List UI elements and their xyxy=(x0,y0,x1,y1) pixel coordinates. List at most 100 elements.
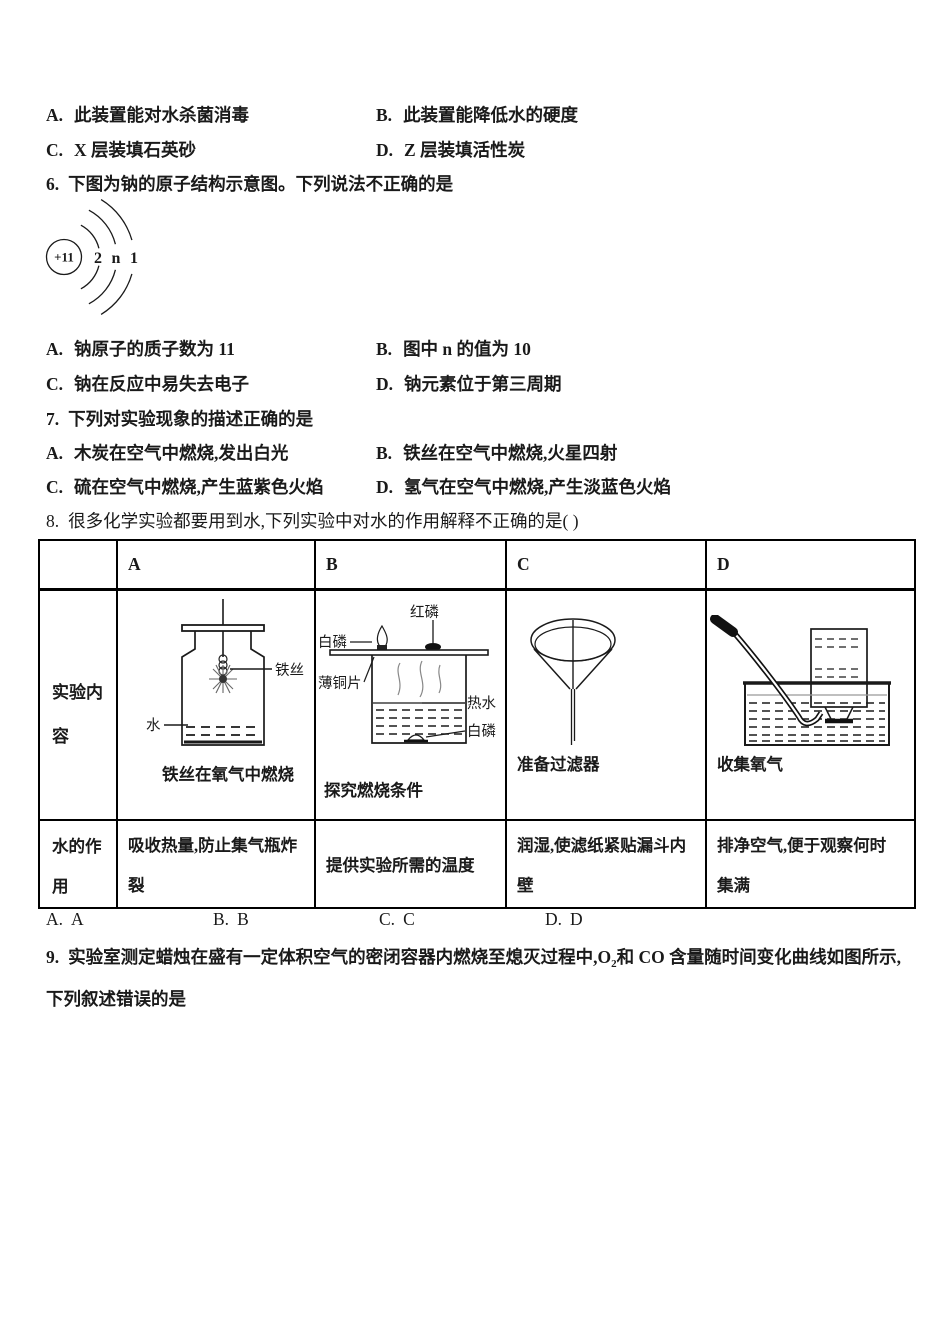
tube-nozzle xyxy=(710,615,738,637)
shell-1-electrons: 2 xyxy=(94,250,102,267)
option-text: 木炭在空气中燃烧,发出白光 xyxy=(74,443,289,463)
experiment-b-caption: 探究燃烧条件 xyxy=(324,781,423,800)
option-letter: D. xyxy=(376,374,394,394)
option-text: 硫在空气中燃烧,产生蓝紫色火焰 xyxy=(74,477,324,497)
option-letter: B. xyxy=(376,443,393,463)
filter-funnel-diagram xyxy=(530,618,616,745)
bottle-mouth xyxy=(824,706,854,720)
experiment-cell-b: 红磷 白磷 薄铜片 xyxy=(314,588,507,821)
q5-option-a: A.此装置能对水杀菌消毒 xyxy=(46,102,249,127)
experiment-cell-d: 收集氧气 xyxy=(705,588,916,821)
water-label: 水 xyxy=(146,717,161,734)
option-letter: A. xyxy=(46,443,64,463)
header-c: C xyxy=(505,539,707,591)
iron-wire-in-oxygen-diagram: 铁丝 水 xyxy=(146,599,304,746)
row-label-experiment: 实验内容 xyxy=(38,588,118,821)
option-letter: D. xyxy=(376,140,394,160)
water-role-b: 提供实验所需的温度 xyxy=(314,819,507,909)
option-text: 氢气在空气中燃烧,产生淡蓝色火焰 xyxy=(404,477,671,497)
q5-option-d: D.Z 层装填活性炭 xyxy=(376,137,525,162)
option-letter: A. xyxy=(46,105,64,125)
option-text: D xyxy=(570,909,583,929)
option-text: 铁丝在空气中燃烧,火星四射 xyxy=(403,443,618,463)
header-a: A xyxy=(116,539,316,591)
beaker-outline xyxy=(371,655,467,744)
option-letter: B. xyxy=(213,909,230,929)
option-text: X 层装填石英砂 xyxy=(74,140,197,160)
burning-conditions-diagram: 红磷 白磷 薄铜片 xyxy=(318,604,496,744)
option-letter: C. xyxy=(379,909,396,929)
white-phosphorus-piece xyxy=(377,645,387,650)
option-letter: A. xyxy=(46,909,64,929)
row-label-water-role: 水的作用 xyxy=(38,819,118,909)
experiment-c-caption: 准备过滤器 xyxy=(517,755,600,774)
red-phosphorus-blob xyxy=(425,643,441,651)
copper-sheet-label: 薄铜片 xyxy=(318,675,362,692)
experiment-a-caption: 铁丝在氧气中燃烧 xyxy=(162,765,294,784)
q8-answer-c: C. C xyxy=(379,909,415,930)
bottle-water-dashes xyxy=(815,638,863,678)
burning-spot xyxy=(219,675,227,683)
experiment-d-caption: 收集氧气 xyxy=(717,755,783,774)
copper-sheet xyxy=(329,649,489,656)
white-phosphorus-bottom-pointer xyxy=(425,730,466,738)
q6-option-c: C. 钠在反应中易失去电子 xyxy=(46,371,249,396)
q8-answer-b: B. B xyxy=(213,909,249,930)
q7-option-a: A. 木炭在空气中燃烧,发出白光 xyxy=(46,440,288,465)
option-letter: C. xyxy=(46,477,64,497)
q6-title-line: 6.下图为钠的原子结构示意图。下列说法不正确的是 xyxy=(46,171,453,196)
q8-answer-d: D. D xyxy=(545,909,583,930)
experiment-cell-c: 准备过滤器 xyxy=(505,588,707,821)
option-text: 此装置能降低水的硬度 xyxy=(403,105,579,125)
option-text: 钠在反应中易失去电子 xyxy=(74,374,250,394)
water-trough xyxy=(744,683,890,746)
q7-title-line: 7.下列对实验现象的描述正确的是 xyxy=(46,406,313,431)
white-phosphorus-bottom-label: 白磷 xyxy=(467,723,496,740)
question-number: 6. xyxy=(46,174,60,194)
question-text-pre: 实验室测定蜡烛在盛有一定体积空气的密闭容器内燃烧至熄灭过程中,O xyxy=(68,947,612,967)
nucleus-circle xyxy=(45,238,83,276)
funnel-stem xyxy=(570,689,576,745)
header-d: D xyxy=(705,539,916,591)
question-title: 很多化学实验都要用到水,下列实验中对水的作用解释不正确的是( ) xyxy=(68,511,579,531)
option-letter: C. xyxy=(46,140,64,160)
option-text: 钠元素位于第三周期 xyxy=(404,374,562,394)
q9-title-line1: 9.实验室测定蜡烛在盛有一定体积空气的密闭容器内燃烧至熄灭过程中,O2和 CO … xyxy=(46,944,901,970)
water-role-a: 吸收热量,防止集气瓶炸裂 xyxy=(116,819,316,909)
option-text: 钠原子的质子数为 11 xyxy=(74,339,235,359)
option-letter: A. xyxy=(46,339,64,359)
experiment-cell-a: 铁丝 水 铁丝在氧气中燃烧 xyxy=(116,588,316,821)
q8-title-line: 8. 很多化学实验都要用到水,下列实验中对水的作用解释不正确的是( ) xyxy=(46,508,579,533)
question-number: 7. xyxy=(46,409,60,429)
option-text: C xyxy=(403,909,415,929)
shell-3-electrons: 1 xyxy=(130,250,138,267)
option-letter: D. xyxy=(545,909,563,929)
option-letter: B. xyxy=(376,339,393,359)
nucleus-charge-label: +11 xyxy=(54,250,74,265)
question-number: 8. xyxy=(46,511,60,531)
electron-shell-arcs xyxy=(80,199,133,315)
option-text: B xyxy=(237,909,249,929)
white-phosphorus-lump xyxy=(406,734,426,741)
iron-wire-label: 铁丝 xyxy=(275,662,304,679)
water-role-row: 水的作用 吸收热量,防止集气瓶炸裂 提供实验所需的温度 润湿,使滤纸紧贴漏斗内壁… xyxy=(38,819,916,909)
funnel-cone xyxy=(533,648,613,690)
option-text: 图中 n 的值为 10 xyxy=(403,339,531,359)
q6-option-b: B. 图中 n 的值为 10 xyxy=(376,336,531,361)
shell-2-electrons: n xyxy=(112,250,121,267)
q5-option-b: B. 此装置能降低水的硬度 xyxy=(376,102,578,127)
fume-squiggles xyxy=(397,660,442,698)
flame xyxy=(376,624,388,649)
option-letter: D. xyxy=(376,477,394,497)
table-header-row: A B C D xyxy=(38,539,916,591)
q6-option-a: A. 钠原子的质子数为 11 xyxy=(46,336,235,361)
q6-option-d: D. 钠元素位于第三周期 xyxy=(376,371,562,396)
inverted-bottle xyxy=(810,628,868,708)
sodium-atom-diagram: +11 2 n 1 xyxy=(45,199,138,315)
q7-option-b: B. 铁丝在空气中燃烧,火星四射 xyxy=(376,440,617,465)
q7-option-d: D. 氢气在空气中燃烧,产生淡蓝色火焰 xyxy=(376,474,671,499)
option-letter: B. xyxy=(376,105,393,125)
option-letter: C. xyxy=(46,374,64,394)
q9-title-line2: 下列叙述错误的是 xyxy=(46,989,186,1009)
